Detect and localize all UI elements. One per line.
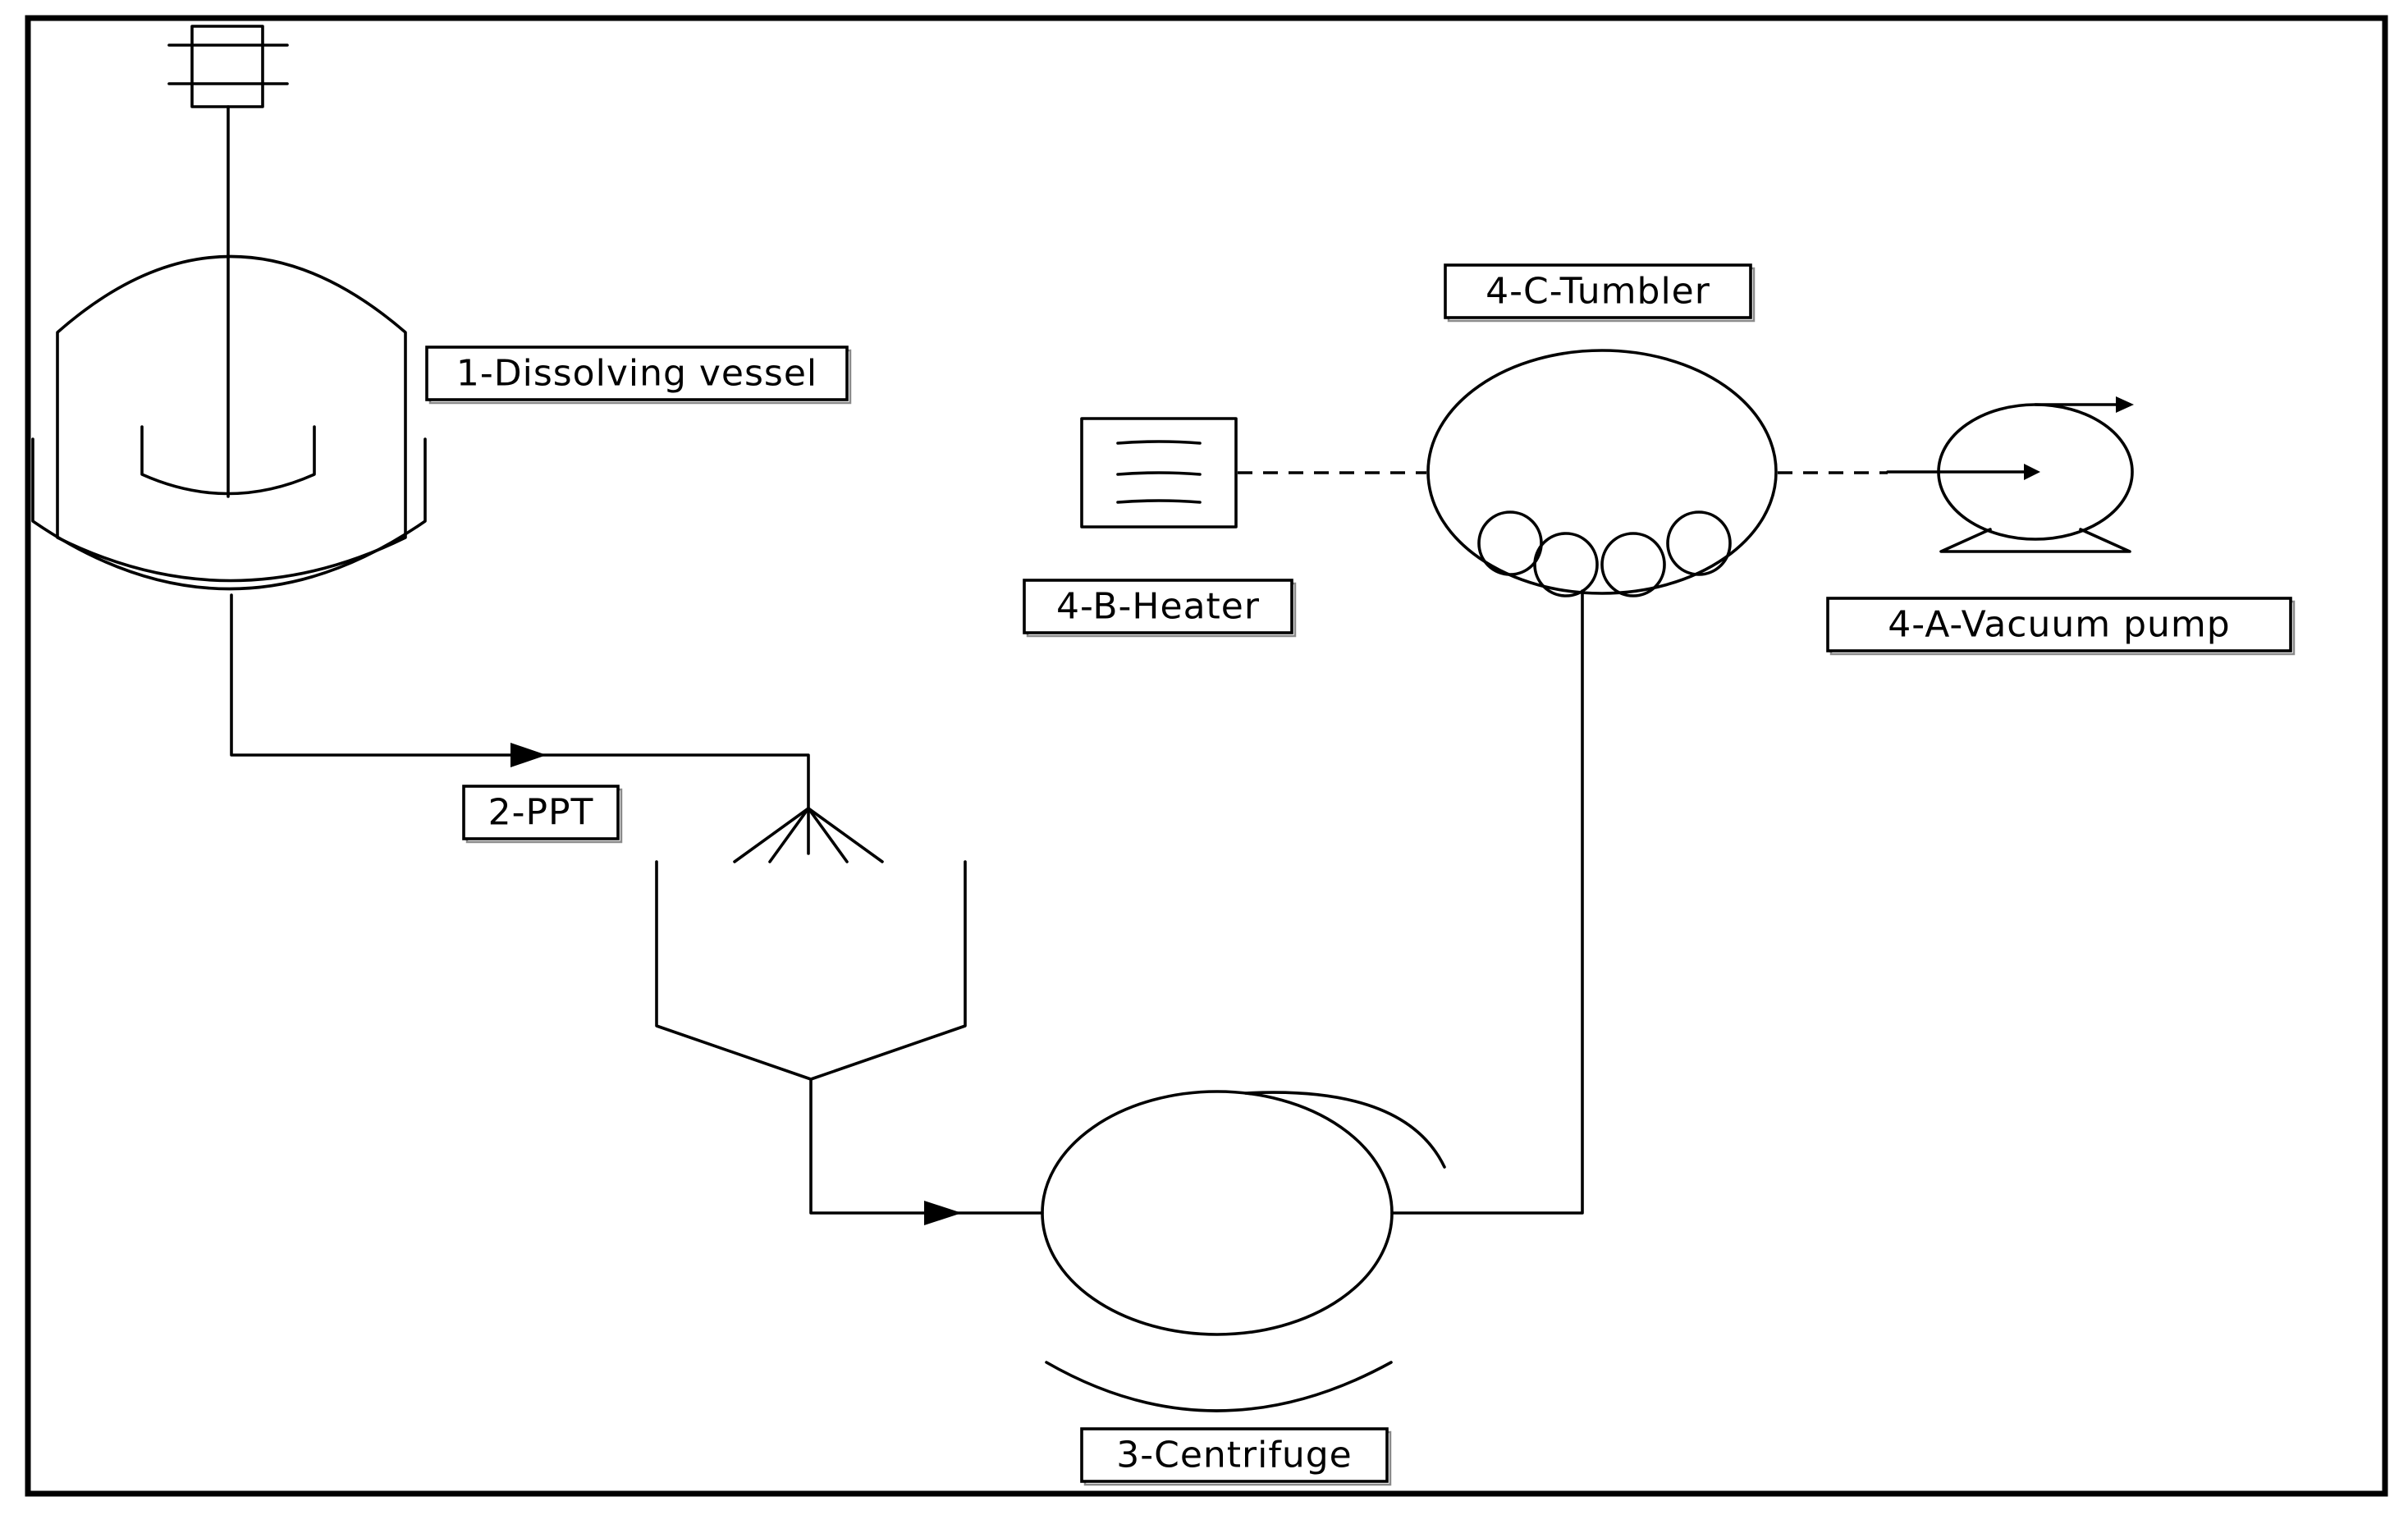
ppt-outlet-line (809, 1078, 1044, 1215)
label-vacuum-pump-text: 4-A-Vacuum pump (1888, 604, 2230, 646)
label-tumbler-text: 4-C-Tumbler (1486, 271, 1710, 313)
stirrer-motor (167, 25, 289, 108)
pump-base (1939, 528, 2131, 553)
label-ppt: 2-PPT (462, 785, 623, 844)
centrifuge-feed-arrow (924, 1201, 962, 1225)
centrifuge-drum (1041, 1090, 1394, 1336)
dissolving-vessel (31, 25, 427, 591)
label-centrifuge: 3-Centrifuge (1080, 1427, 1392, 1486)
vacuum-pump (1886, 396, 2134, 553)
tumbler-drum (1426, 349, 1778, 595)
pump-outlet-arrow (2116, 396, 2134, 413)
centrifuge-to-tumbler-line (1390, 589, 1584, 1215)
label-ppt-text: 2-PPT (488, 792, 594, 834)
label-tumbler: 4-C-Tumbler (1444, 263, 1756, 323)
spray-nozzle (733, 807, 884, 863)
label-centrifuge-text: 3-Centrifuge (1116, 1435, 1353, 1476)
heater (1080, 417, 1238, 529)
tumbler-ball (1477, 510, 1543, 576)
label-dissolving-vessel: 1-Dissolving vessel (425, 346, 852, 405)
tumbler (1426, 349, 1778, 597)
label-dissolving-vessel-text: 1-Dissolving vessel (456, 353, 817, 395)
heater-box (1080, 417, 1238, 529)
vessel-body (56, 254, 407, 583)
tumbler-ball (1533, 532, 1599, 597)
label-vacuum-pump: 4-A-Vacuum pump (1826, 597, 2296, 656)
diagram-frame (25, 15, 2388, 1497)
label-heater-text: 4-B-Heater (1056, 586, 1260, 628)
ppt-precipitation-tank (230, 593, 1044, 1225)
label-heater: 4-B-Heater (1023, 579, 1297, 638)
tumbler-ball (1666, 510, 1732, 576)
centrifuge-rotation-arc-top (1244, 1091, 1446, 1169)
ppt-feed-arrow (510, 743, 547, 767)
ppt-tank-body (655, 860, 967, 1081)
vessel-jacket (31, 437, 427, 591)
centrifuge-rotation-arc-bottom (1045, 1361, 1393, 1412)
ppt-feed-line (230, 593, 810, 810)
centrifuge (1041, 589, 1584, 1412)
heater-coil-line (1116, 440, 1202, 445)
heater-coil-line (1116, 499, 1202, 504)
pump-inlet-arrow (2024, 464, 2040, 480)
heater-coil-line (1116, 471, 1202, 476)
stirrer-blade (140, 425, 316, 496)
tumbler-ball (1600, 532, 1666, 597)
